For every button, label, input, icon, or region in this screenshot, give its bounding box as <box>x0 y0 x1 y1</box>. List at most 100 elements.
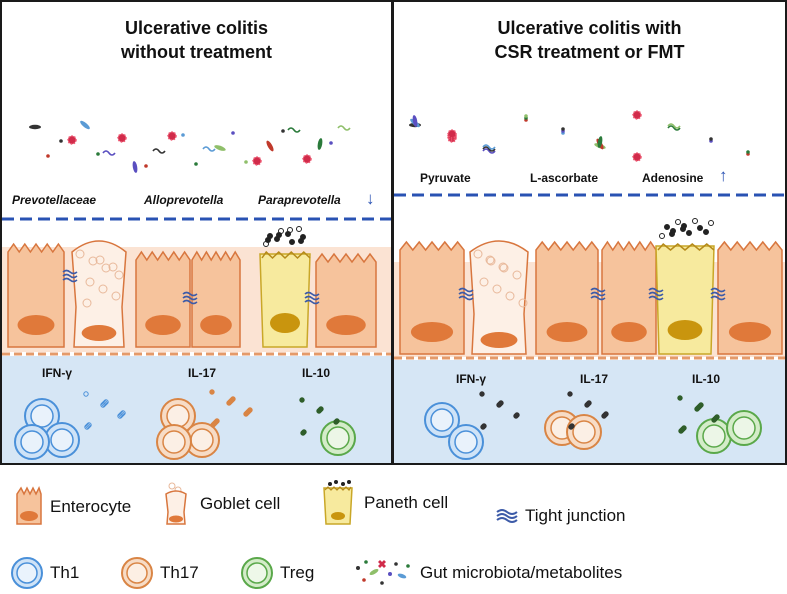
bacteria-label-prevotellaceae: Prevotellaceae <box>12 193 97 207</box>
mucin-granule <box>85 277 95 287</box>
tight-junction <box>458 295 474 301</box>
immune-cell-nucleus <box>50 428 74 452</box>
enterocyte-nucleus <box>200 315 232 335</box>
cytokine-dot <box>318 406 324 412</box>
tight-junction <box>304 295 320 301</box>
mucin-granule <box>518 298 528 308</box>
paneth-granule <box>680 226 686 232</box>
metabolite <box>181 133 185 137</box>
cytokine-dot <box>214 418 220 424</box>
metabolite <box>281 129 285 133</box>
paneth-granule <box>708 220 714 226</box>
bacterium-spiral <box>482 146 496 152</box>
left-diagram <box>2 120 391 463</box>
metabolite <box>231 131 235 135</box>
goblet-cell <box>71 240 127 348</box>
th1-cell-icon <box>11 557 43 589</box>
bacterium <box>412 115 418 127</box>
enterocyte-nucleus <box>410 322 454 342</box>
cytokine-dot <box>569 423 575 429</box>
tight-junction <box>62 269 78 275</box>
immune-cell-nucleus <box>732 416 756 440</box>
cytokine-label-il10: IL-10 <box>692 372 721 386</box>
immune-cell-nucleus <box>430 408 454 432</box>
cytokine-dot <box>120 410 126 416</box>
epithelial-cells <box>7 226 377 348</box>
bacterium-spiky <box>447 129 457 139</box>
tight-junction <box>648 287 664 293</box>
metabolite <box>59 139 63 143</box>
bacterium-spiral <box>202 146 216 152</box>
tight-junction <box>182 299 198 305</box>
mucin-granule <box>499 263 509 273</box>
tight-junction <box>710 291 726 297</box>
legend-gut-microbiota: Gut microbiota/metabolites <box>352 556 622 590</box>
immune-cell-nucleus <box>326 426 350 450</box>
cytokine-label-il17: IL-17 <box>188 366 217 380</box>
microbiota-icon <box>356 560 410 585</box>
paneth-granule <box>692 218 698 224</box>
cytokine-dot <box>299 397 305 403</box>
mucin-granule <box>498 262 508 272</box>
goblet-nucleus <box>81 325 117 341</box>
bacterium <box>317 138 323 150</box>
tight-junction <box>182 291 198 297</box>
cytokine-dot <box>567 391 573 397</box>
immune-cell-nucleus <box>20 430 44 454</box>
paneth-granule <box>300 234 306 240</box>
tight-junction <box>710 287 726 293</box>
mucin-granule <box>88 256 98 266</box>
tight-junction <box>590 287 606 293</box>
mucin-granule <box>473 249 483 259</box>
metabolite <box>524 114 528 118</box>
immune-cell-nucleus <box>190 428 214 452</box>
bacterium-spiky <box>117 133 127 143</box>
bacterium-spiky <box>632 152 642 162</box>
enterocyte-nucleus <box>326 315 366 335</box>
microbiota-cluster <box>29 120 351 173</box>
paneth-granule <box>697 225 703 231</box>
metabolite-label-adenosine: Adenosine <box>642 171 704 185</box>
metabolite <box>46 154 50 158</box>
metabolite <box>244 160 248 164</box>
paneth-granule <box>675 219 681 225</box>
bacterium <box>597 136 603 148</box>
bacterium <box>29 124 41 130</box>
cytokine-dot <box>301 429 307 435</box>
bacterium-spiral <box>667 123 681 129</box>
decrease-arrow-icon: ↓ <box>366 189 375 208</box>
mucin-granule <box>95 255 105 265</box>
mucin-granule <box>98 284 108 294</box>
paneth-granule <box>296 226 302 232</box>
metabolite <box>144 164 148 168</box>
cytokine-dot <box>247 407 253 413</box>
tight-junction <box>648 291 664 297</box>
tight-junction <box>304 299 320 305</box>
goblet-cell <box>469 240 529 355</box>
epithelial-cells <box>399 218 783 355</box>
legend-th1: Th1 <box>10 556 79 590</box>
immune-cell-nucleus <box>572 420 596 444</box>
mucin-granule <box>108 262 118 272</box>
bacterium-spiral <box>152 148 166 154</box>
legend-enterocyte: Enterocyte <box>14 486 131 528</box>
legend-goblet-cell: Goblet cell <box>158 480 280 528</box>
paneth-granule <box>669 231 675 237</box>
bacterium-spiral <box>482 144 496 150</box>
cytokine-label-il10: IL-10 <box>302 366 331 380</box>
immune-cell-nucleus <box>162 430 186 454</box>
paneth-border <box>261 250 311 260</box>
enterocyte-nucleus <box>17 315 55 335</box>
cytokine-dot <box>586 400 592 406</box>
tight-junction <box>62 277 78 283</box>
th17-cell-icon <box>121 557 153 589</box>
mucin-granule <box>485 255 495 265</box>
tight-junction-icon <box>496 509 518 523</box>
mucin-granule <box>486 256 496 266</box>
paneth-granule <box>664 224 670 230</box>
bacterium <box>80 120 90 130</box>
paneth-granule <box>686 230 692 236</box>
bacterium-spiral <box>337 125 351 131</box>
metabolite <box>194 162 198 166</box>
mucin-granule <box>82 298 92 308</box>
